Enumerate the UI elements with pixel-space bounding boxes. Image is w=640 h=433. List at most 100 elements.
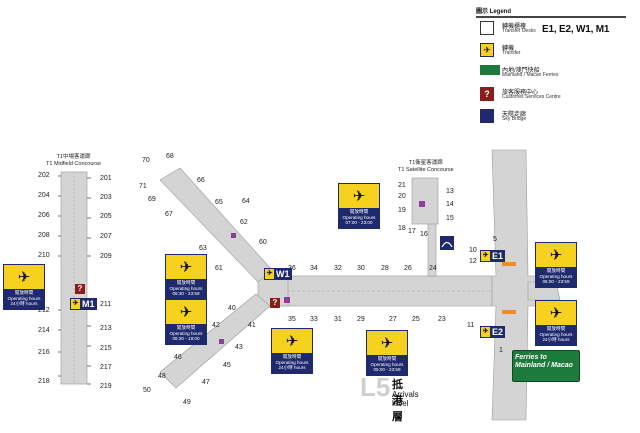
transfer-icon: ✈ [536,301,576,325]
satellite-concourse-en: T1 Satellite Concourse [398,166,454,173]
gate-label: 69 [148,196,156,203]
gate-label: 218 [38,378,50,385]
level-name-en: Arrivals level [392,390,419,408]
sign-label-zh: 開放時間 [546,268,566,273]
transfer-icon: ✈ [4,265,44,289]
gate-label: 47 [202,379,210,386]
gate-labels: 202 204 206 208 210 212 214 216 218 201 … [38,153,503,406]
gate-label: 43 [235,344,243,351]
gate-label: 36 [288,265,296,272]
sign-label-zh: 開放時間 [546,326,566,331]
gate-label: 34 [310,265,318,272]
legend-title: 圖示 Legend [476,6,626,18]
level-code: L5 [360,372,391,402]
gate-label: 18 [398,225,406,232]
satellite-concourse-label: T1衛星客運廊 T1 Satellite Concourse [398,160,454,173]
sign-label-en: Operating hours [539,331,573,337]
gate-label: 28 [381,265,389,272]
sky-bridge-icon [480,109,494,123]
sign-hours: 07:00 - 23:00 [345,220,373,226]
desk-code: E2 [492,327,504,337]
legend-customer-services: ? 旅客服務中心 Customer Services Centre [476,84,636,106]
legend-transfer-zh: 轉機 [502,46,515,52]
customer-services-icon: ? [270,298,280,308]
sign-label-en: Operating hours [275,359,309,365]
legend-transfer-desks: 轉機櫃檯 Transfer Desks E1, E2, W1, M1 [476,18,636,40]
legend-sky-bridge-en: Sky Bridge [502,116,527,122]
gate-label: 48 [158,373,166,380]
gate-label: 15 [446,215,454,222]
gate-label: 29 [357,316,365,323]
gate-label: 68 [166,153,174,160]
gate-label: 50 [143,387,151,394]
sign-hours: 06:30 - 19:00 [172,336,200,342]
gate-label: 63 [199,245,207,252]
gate-label: 202 [38,172,50,179]
legend-customer-services-zh: 旅客服務中心 [502,90,539,96]
legend-ferries-zh: 內地/澳門快船 [502,68,540,74]
gate-label: 71 [139,183,147,190]
legend-ferries: 內地/澳門快船 Mainland / Macao Ferries [476,62,636,84]
gate-label: 5 [493,236,497,243]
gate-label: 13 [446,188,454,195]
legend-sky-bridge-zh: 天際走廊 [502,112,527,118]
gate-label: 41 [248,322,256,329]
gate-label: 61 [215,265,223,272]
transfer-desk-icon: ✈ [71,299,80,309]
customer-services-icon: ? [75,284,85,294]
transfer-point-west [284,297,290,303]
transfer-desk-icon: ✈ [481,251,490,261]
desk-code: W1 [276,269,290,279]
legend-transfer-desks-en: Transfer Desks [502,28,536,34]
ferry-logo: Ferries to Mainland / Macao [512,350,580,382]
gate-label: 14 [446,201,454,208]
sign-label-en: Operating hours [7,295,41,301]
sign-hours: 05:00 - 23:59 [542,279,570,285]
gate-label: 203 [100,194,112,201]
transfer-desk-icon: ✈ [265,269,274,279]
midfield-concourse-zh: T1中場客運廊 [56,154,91,160]
gate-label: 70 [142,157,150,164]
sign-label-zh: 開放時間 [377,356,397,361]
legend-transfer: ✈ 轉機 Transfer [476,40,636,62]
sign-label-en: Operating hours [169,330,203,336]
gate-label: 211 [100,301,111,308]
gate-label: 210 [38,252,50,259]
gate-label: 201 [100,175,112,182]
sign-hours: 24小時 hours [542,337,570,343]
gate-label: 208 [38,232,50,239]
gate-label: 62 [240,219,248,226]
legend-desk-codes: E1, E2, W1, M1 [542,24,610,35]
transfer-icon: ✈ [272,329,312,353]
legend-sky-bridge: 天際走廊 Sky Bridge [476,106,636,128]
ferry-logo-text: Ferries to Mainland / Macao [515,354,573,369]
gate-label: 206 [38,212,50,219]
gate-label: 23 [438,316,446,323]
gate-label: 213 [100,325,112,332]
sky-bridge-glyph [441,241,453,248]
transfer-desk-icon: ✈ [481,327,490,337]
gate-label: 219 [100,383,112,390]
midfield-concourse-label: T1中場客運廊 T1 Midfield Concourse [46,154,101,167]
gate-label: 49 [183,399,191,406]
sign-hours: 06:30 - 23:59 [172,291,200,297]
sign-hours: 24小時 hours [10,301,38,307]
gate-label: 216 [38,349,50,356]
transfer-icon: ✈ [536,243,576,267]
gate-label: 60 [259,239,267,246]
sign-label-zh: 開放時間 [282,354,302,359]
satellite-concourse-zh: T1衛星客運廊 [408,160,443,166]
gate-label: 42 [212,322,220,329]
transfer-point-satellite [419,201,425,207]
gate-label: 12 [469,258,477,265]
level-name-zh: 抵港層 [392,379,403,423]
legend-transfer-desks-zh: 轉機櫃檯 [502,24,527,30]
